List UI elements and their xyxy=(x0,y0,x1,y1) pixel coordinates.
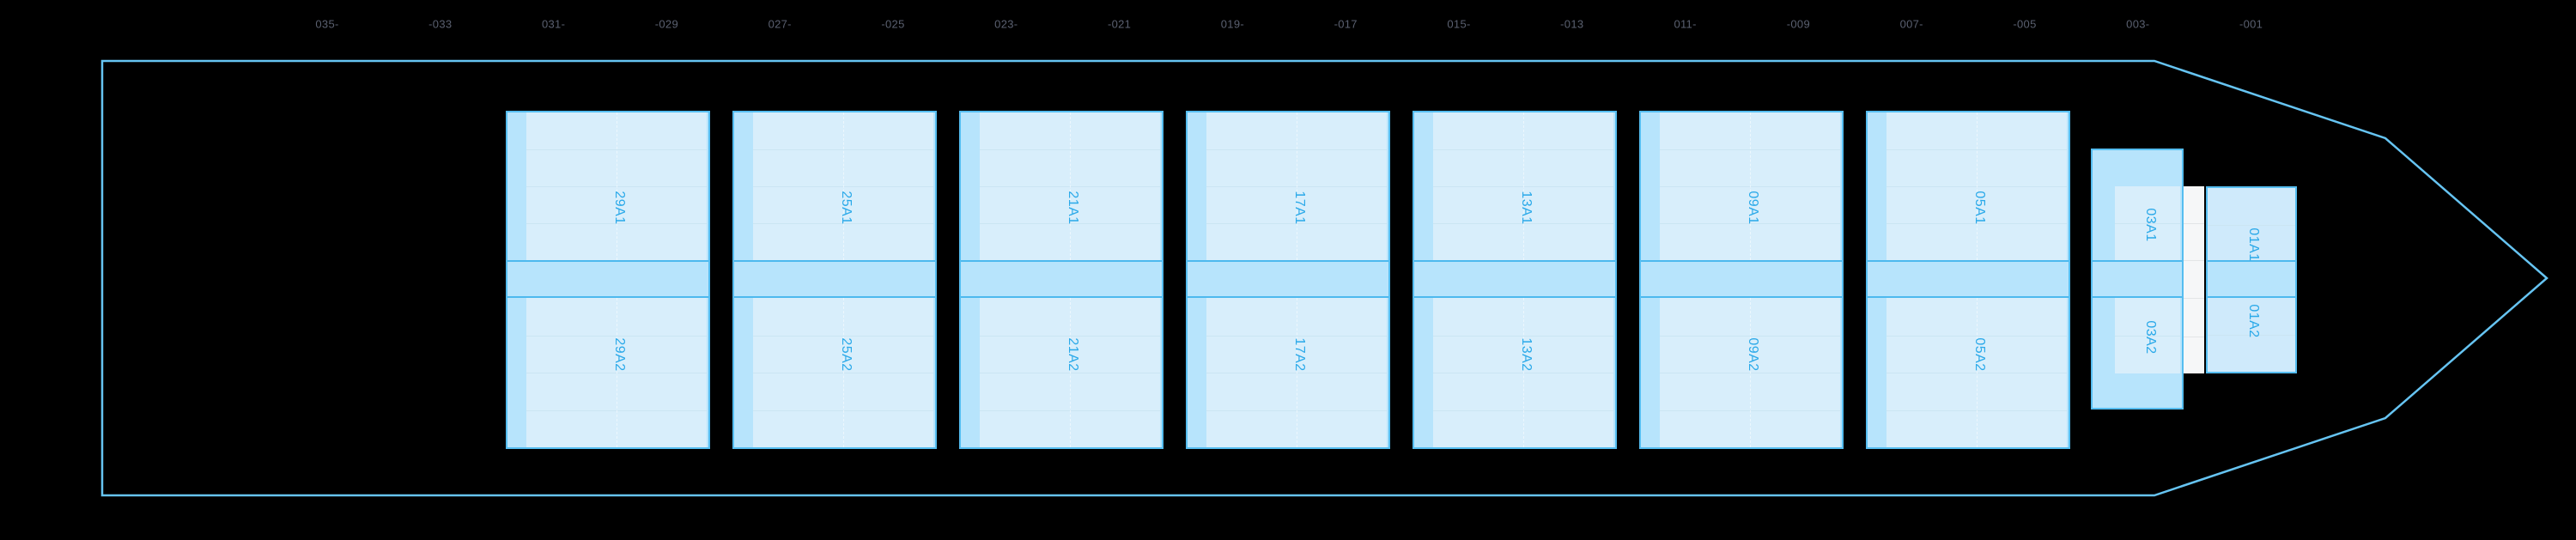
ruler-label-017: -017 xyxy=(1334,17,1358,31)
ruler-label-001: -001 xyxy=(2239,17,2263,31)
row-divider-line xyxy=(2208,335,2295,336)
bay-midband-line xyxy=(1188,296,1388,298)
bay-section-13A1[interactable] xyxy=(1433,112,1613,260)
bay-center-dashline xyxy=(1523,112,1524,260)
bay-center-dashline xyxy=(843,112,844,260)
bay-section-25A2[interactable] xyxy=(753,298,933,447)
bay-center-dashline xyxy=(1750,112,1751,260)
bay-center-dashline xyxy=(1523,298,1524,447)
bay-midband-line xyxy=(2093,260,2182,262)
bay-midband-line xyxy=(507,296,708,298)
ruler-label-027: 027- xyxy=(768,17,792,31)
bay-midband-line xyxy=(2208,260,2295,262)
bay-midband-line xyxy=(961,260,1162,262)
bay-midband-line xyxy=(1641,260,1842,262)
bay-section-05A1[interactable] xyxy=(1886,112,2067,260)
hull-outline xyxy=(100,59,2549,497)
ruler-label-019: 019- xyxy=(1220,17,1245,31)
ruler-label-031: 031- xyxy=(541,17,566,31)
ruler-label-009: -009 xyxy=(1786,17,1811,31)
bay-midband-line xyxy=(1414,296,1615,298)
ruler-label-035: 035- xyxy=(315,17,339,31)
ruler-label-003: 003- xyxy=(2126,17,2150,31)
ruler-label-021: -021 xyxy=(1107,17,1132,31)
empty-cell-divider xyxy=(2184,223,2204,224)
bay-section-01A2[interactable] xyxy=(2208,298,2295,372)
ruler-label-023: 023- xyxy=(994,17,1018,31)
bay-center-dashline xyxy=(1070,298,1071,447)
bay-section-17A2[interactable] xyxy=(1206,298,1387,447)
bay-midband-line xyxy=(1641,296,1842,298)
bay-section-29A1[interactable] xyxy=(526,112,707,260)
ruler-label-011: 011- xyxy=(1674,17,1697,31)
bay-section-25A1[interactable] xyxy=(753,112,933,260)
bay-midband-line xyxy=(1188,260,1388,262)
bay-midband-line xyxy=(1868,296,2069,298)
ruler-label-025: -025 xyxy=(881,17,905,31)
empty-cell-divider xyxy=(2184,260,2204,261)
bay-center-dashline xyxy=(1070,112,1071,260)
bay-midband-line xyxy=(1868,260,2069,262)
bay-section-03A2[interactable] xyxy=(2115,298,2180,373)
bay-midband-line xyxy=(1414,260,1615,262)
row-divider-line xyxy=(2115,223,2180,224)
bay-section-17A1[interactable] xyxy=(1206,112,1387,260)
bay-section-09A1[interactable] xyxy=(1660,112,1840,260)
bay-midband-line xyxy=(2208,296,2295,298)
ruler-label-007: 007- xyxy=(1899,17,1923,31)
bay-section-13A2[interactable] xyxy=(1433,298,1613,447)
bay-center-dashline xyxy=(1977,298,1978,447)
row-divider-line xyxy=(2115,336,2180,337)
bay-midband-line xyxy=(507,260,708,262)
bay-section-21A1[interactable] xyxy=(980,112,1160,260)
ruler-label-005: -005 xyxy=(2013,17,2037,31)
bay-center-dashline xyxy=(1977,112,1978,260)
bay-section-09A2[interactable] xyxy=(1660,298,1840,447)
bay-midband-line xyxy=(961,296,1162,298)
bay-midband-line xyxy=(734,260,935,262)
bay-section-01A1[interactable] xyxy=(2208,188,2295,261)
ruler-label-029: -029 xyxy=(654,17,679,31)
bay-section-03A1[interactable] xyxy=(2115,186,2180,260)
ruler-label-033: -033 xyxy=(428,17,453,31)
empty-cell-strip xyxy=(2184,186,2204,373)
bay-midband-line xyxy=(2093,296,2182,298)
bay-section-29A2[interactable] xyxy=(526,298,707,447)
bay-section-21A2[interactable] xyxy=(980,298,1160,447)
row-divider-line xyxy=(2208,225,2295,226)
empty-cell-divider xyxy=(2184,298,2204,299)
ruler-label-013: -013 xyxy=(1560,17,1584,31)
ruler-label-015: 015- xyxy=(1447,17,1471,31)
bay-section-05A2[interactable] xyxy=(1886,298,2067,447)
bay-center-dashline xyxy=(1750,298,1751,447)
bay-midband-line xyxy=(734,296,935,298)
bay-center-dashline xyxy=(843,298,844,447)
